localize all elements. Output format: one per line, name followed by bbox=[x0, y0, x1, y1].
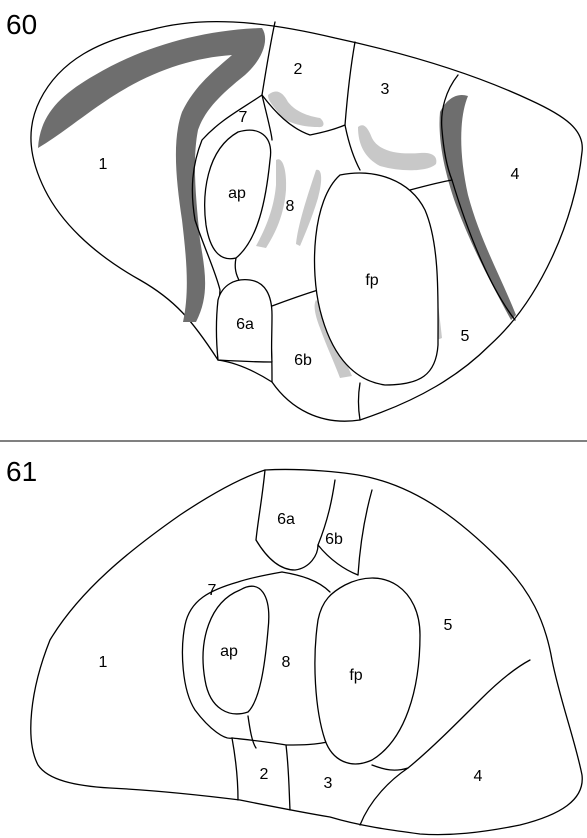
figure-60-label-3: 3 bbox=[381, 81, 390, 98]
figure-61-outline bbox=[31, 469, 582, 834]
figure-60-label-fp: fp bbox=[365, 272, 378, 289]
figure-61-label-4: 4 bbox=[474, 768, 483, 785]
figure-60-label-7: 7 bbox=[239, 109, 248, 126]
figure-60-label-6b: 6b bbox=[294, 352, 312, 369]
figure-60-label-6a: 6a bbox=[236, 316, 254, 333]
figure-60-label-1: 1 bbox=[99, 156, 108, 173]
figure-61-label-6a: 6a bbox=[277, 511, 295, 528]
figure-60-label-4: 4 bbox=[511, 166, 520, 183]
figure-60-label-8: 8 bbox=[286, 198, 295, 215]
figure-61-label-3: 3 bbox=[324, 775, 333, 792]
figure-60: 60 1 2 3 4 5 6a bbox=[6, 9, 582, 421]
figure-61-label-7: 7 bbox=[208, 582, 217, 599]
figure-61-label-2: 2 bbox=[260, 766, 269, 783]
figure-61-label-5: 5 bbox=[444, 617, 453, 634]
figure-61-label-6b: 6b bbox=[325, 531, 343, 548]
figure-61-label-ap: ap bbox=[220, 643, 238, 660]
figure-61-label-fp: fp bbox=[349, 667, 362, 684]
figure-60-label-ap: ap bbox=[228, 185, 246, 202]
figure-61: 61 1 2 3 4 5 6a 6b 7 8 ap fp bbox=[6, 456, 582, 835]
figure-61-label-1: 1 bbox=[99, 654, 108, 671]
figure-60-label-2: 2 bbox=[294, 61, 303, 78]
figure-60-number: 60 bbox=[6, 9, 37, 40]
figure-61-number: 61 bbox=[6, 456, 37, 487]
figure-60-label-5: 5 bbox=[461, 328, 470, 345]
figure-61-label-8: 8 bbox=[282, 654, 291, 671]
